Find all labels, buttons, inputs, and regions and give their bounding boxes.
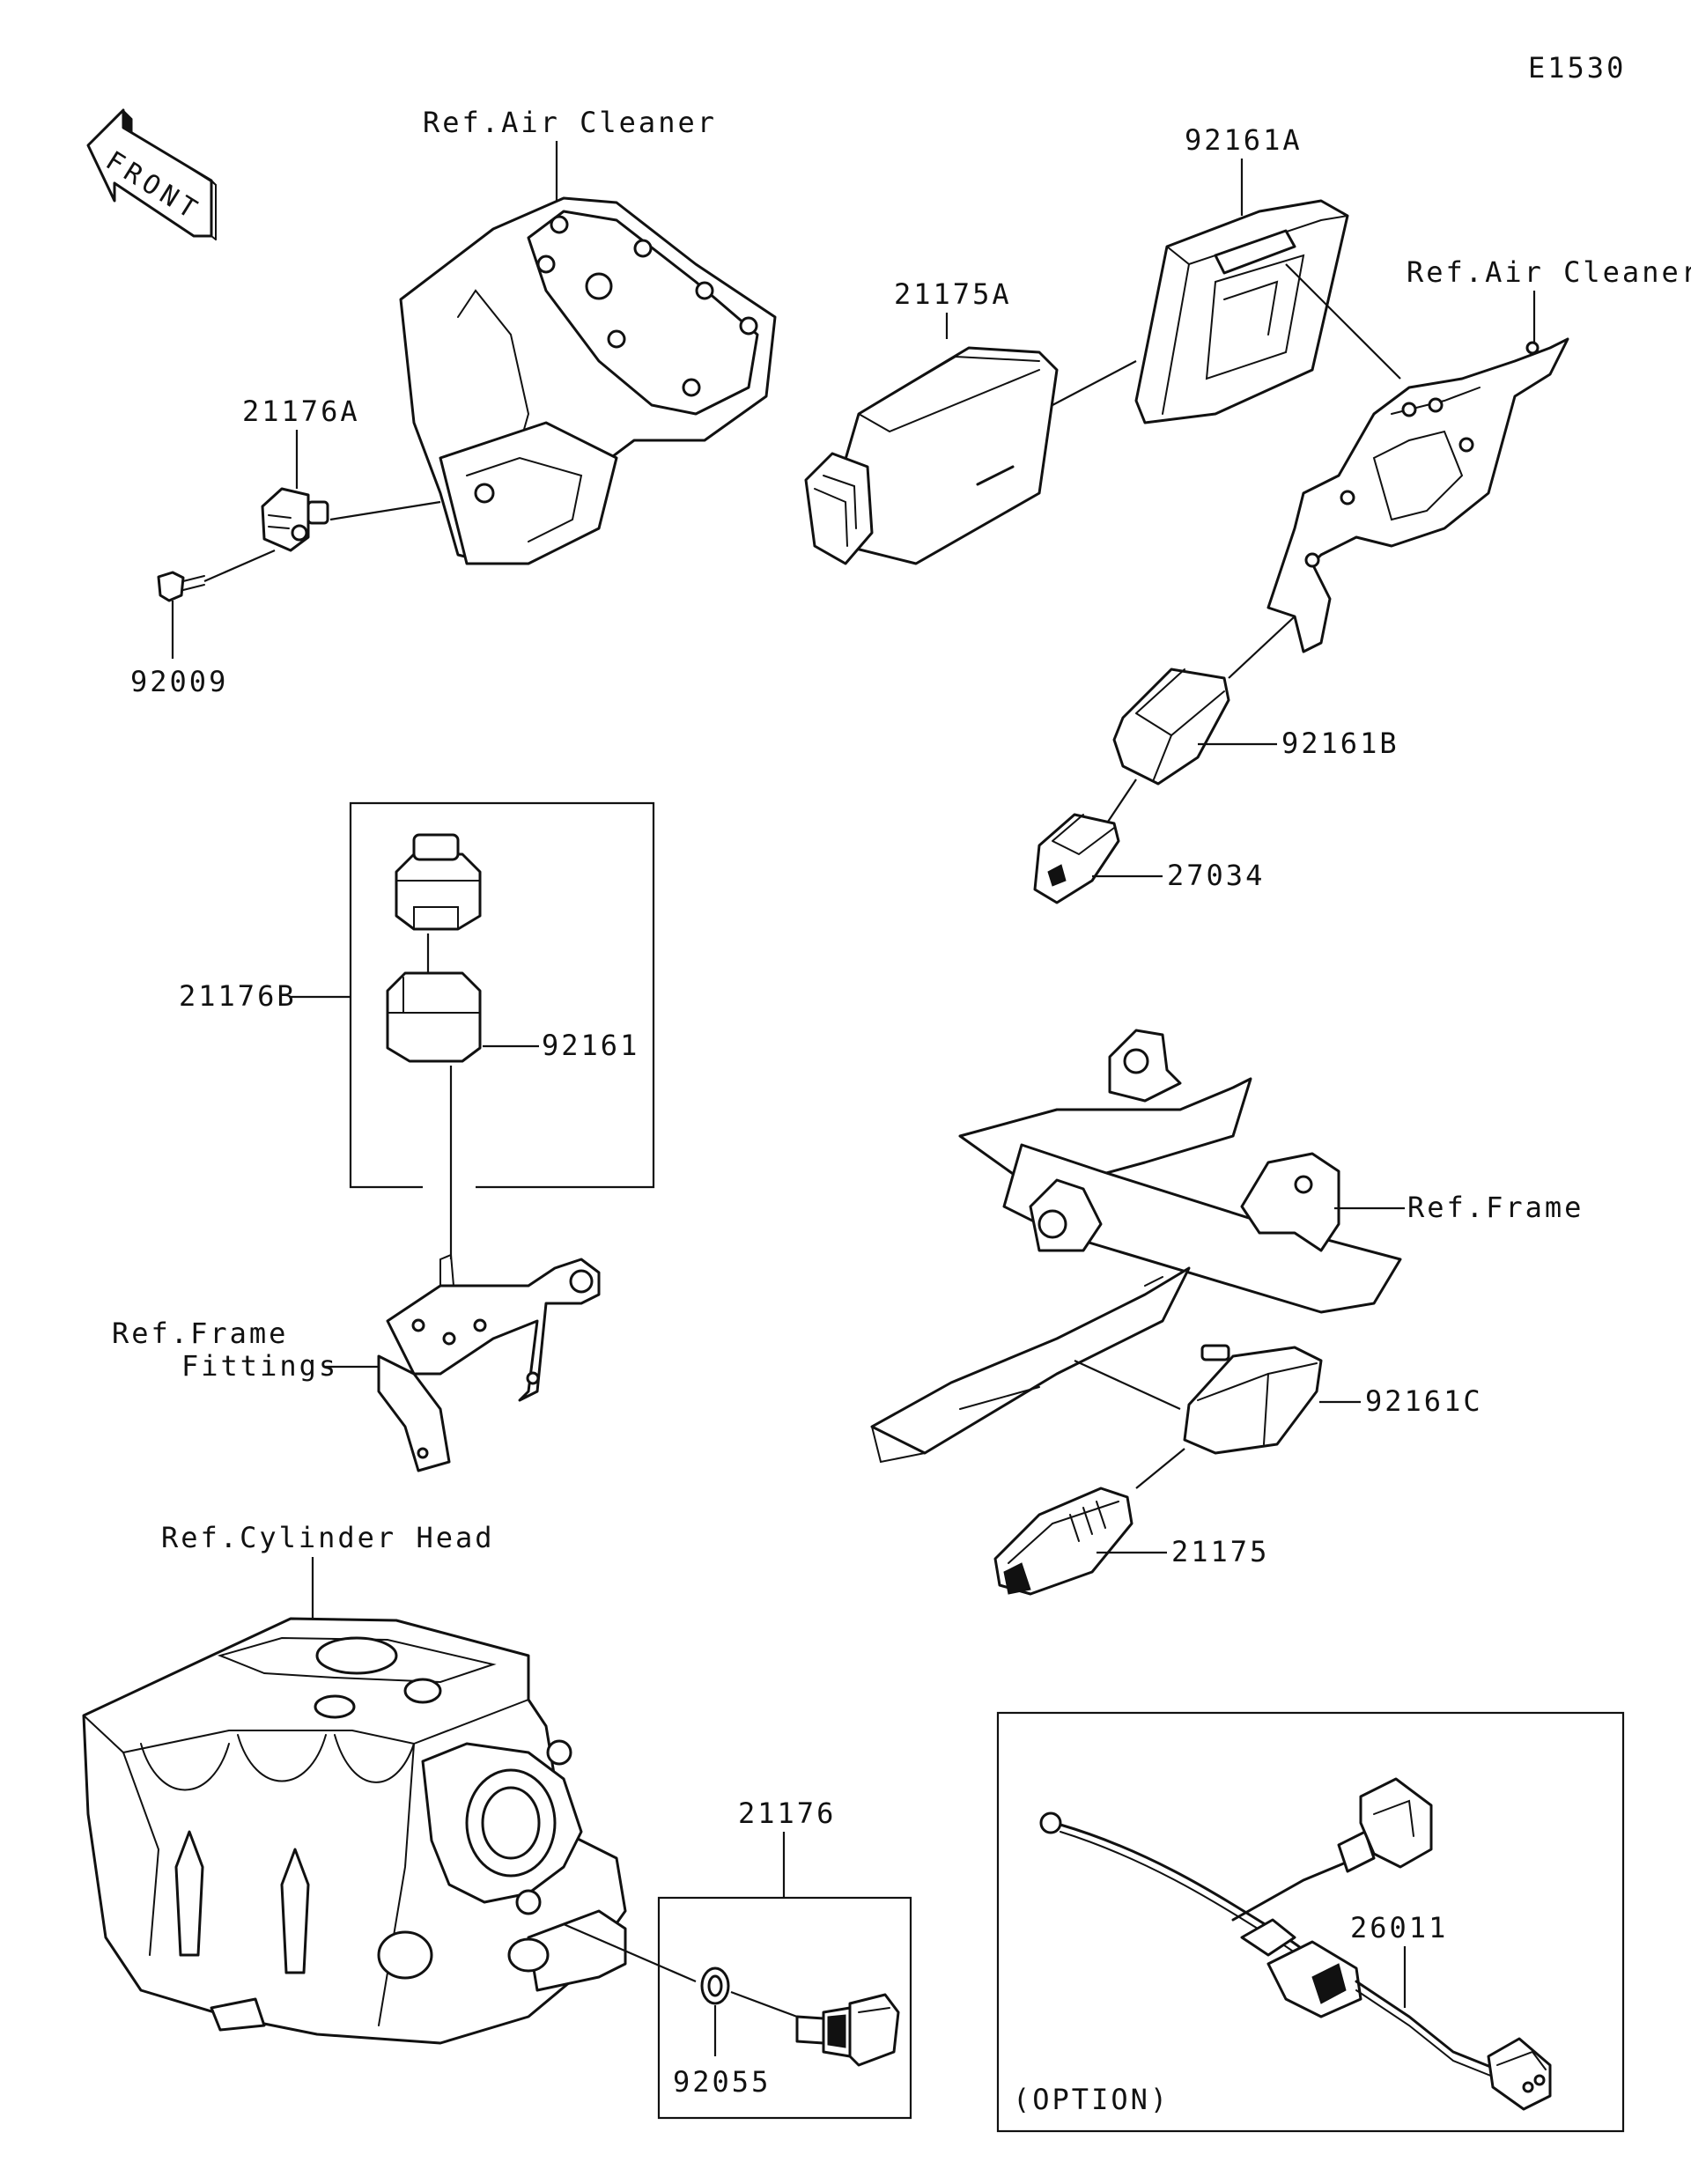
- label-92161C: 92161C: [1365, 1384, 1483, 1418]
- part-92009-screw: [157, 571, 205, 602]
- part-21176B-sensor: [395, 833, 482, 931]
- front-arrow-icon: FRONT: [86, 108, 217, 240]
- label-92161A: 92161A: [1185, 123, 1303, 157]
- part-92161B-cover: [1112, 668, 1230, 786]
- box-21176: [657, 1896, 912, 2120]
- label-27034: 27034: [1167, 859, 1265, 892]
- diagram-code: E1530: [1528, 51, 1626, 85]
- label-26011: 26011: [1350, 1911, 1448, 1944]
- box-option: [996, 1711, 1625, 2133]
- part-21175-sensor: [993, 1487, 1133, 1596]
- part-21175A-ecu: [804, 346, 1059, 565]
- label-option: (OPTION): [1013, 2083, 1170, 2116]
- label-ref-cylinder-head: Ref.Cylinder Head: [161, 1521, 495, 1554]
- box-21176B: [349, 801, 655, 1189]
- part-92161-cover: [386, 971, 482, 1063]
- label-ref-frame-fittings-1: Ref.Frame: [112, 1317, 288, 1350]
- label-ref-air-cleaner-left: Ref.Air Cleaner: [423, 106, 717, 139]
- label-ref-frame: Ref.Frame: [1407, 1191, 1584, 1224]
- label-21175A: 21175A: [894, 277, 1012, 311]
- cylinder-head: [82, 1617, 627, 2045]
- label-ref-air-cleaner-right: Ref.Air Cleaner: [1407, 255, 1691, 289]
- part-92161C-cover: [1183, 1344, 1323, 1455]
- part-21176-sensor: [795, 1993, 900, 2067]
- label-ref-frame-fittings-2: Fittings: [181, 1349, 338, 1383]
- frame-fittings-bracket: [377, 1253, 601, 1472]
- label-92161: 92161: [542, 1029, 639, 1062]
- label-21176: 21176: [738, 1797, 836, 1830]
- part-21176A-sensor: [261, 487, 329, 552]
- label-21175: 21175: [1171, 1535, 1269, 1568]
- part-27034-relay: [1033, 813, 1120, 904]
- label-92161B: 92161B: [1281, 727, 1399, 760]
- label-92009: 92009: [130, 665, 228, 698]
- part-92055-washer: [700, 1966, 730, 2005]
- label-21176B: 21176B: [179, 979, 297, 1013]
- air-cleaner-housing: [399, 196, 777, 565]
- part-92161A-holder: [1134, 199, 1349, 424]
- label-92055: 92055: [673, 2065, 771, 2099]
- label-21176A: 21176A: [242, 395, 360, 428]
- frame-section: [870, 1029, 1402, 1464]
- air-cleaner-bracket: [1266, 337, 1569, 653]
- part-26011-harness: [1039, 1777, 1552, 2111]
